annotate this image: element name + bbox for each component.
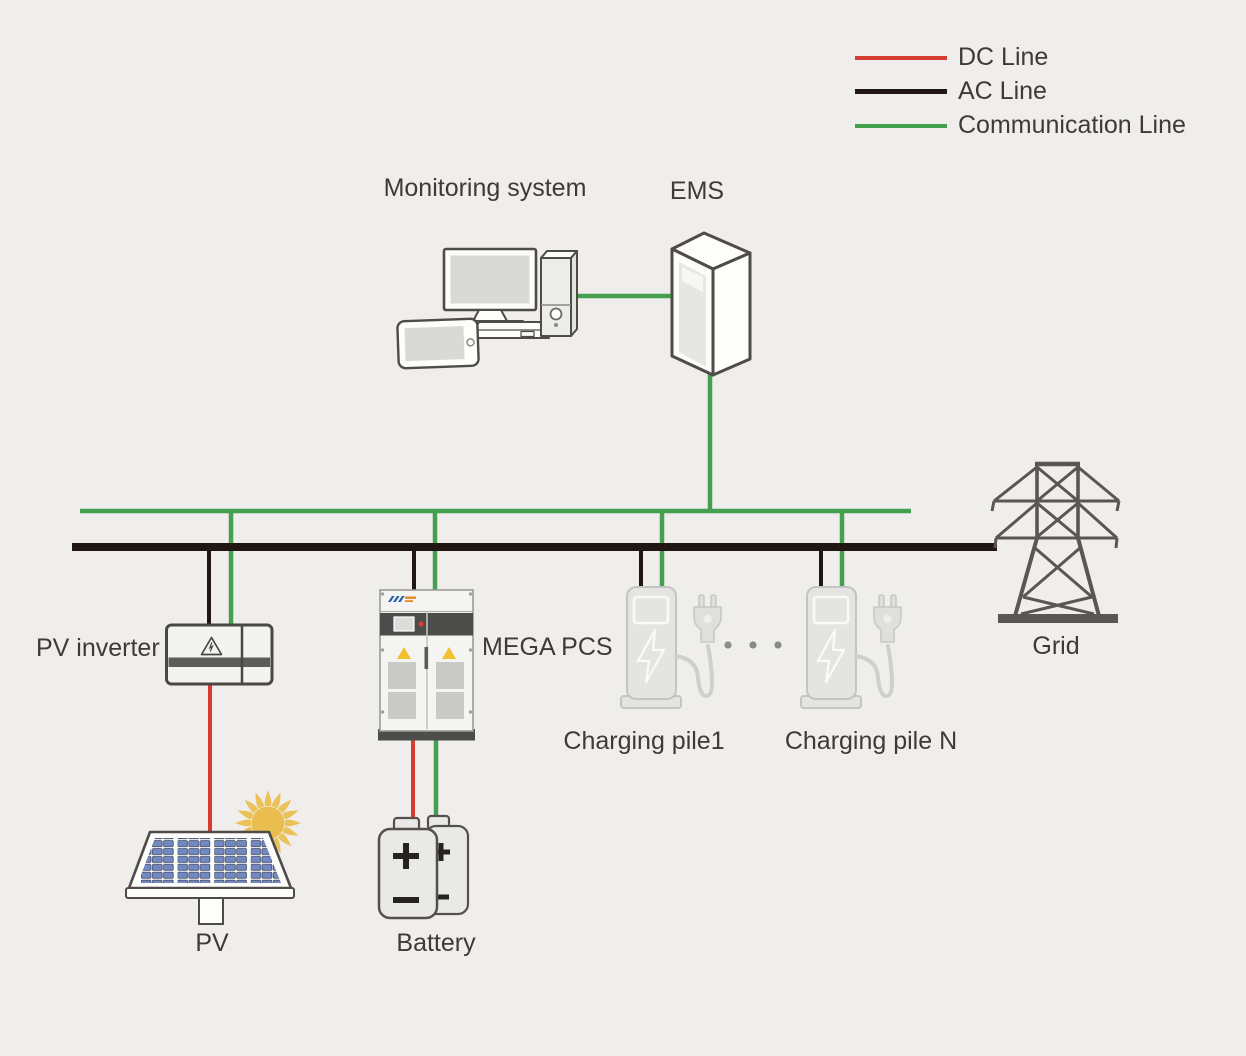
communication-line-swatch xyxy=(855,123,947,128)
ems-label: EMS xyxy=(669,177,725,205)
pv-inverter-label: PV inverter xyxy=(36,634,160,662)
ac-bus xyxy=(72,543,997,628)
tablet-icon xyxy=(396,317,480,370)
pcs-warning-label-left xyxy=(397,647,411,659)
grid-label: Grid xyxy=(1032,632,1080,660)
pcs-warning-label-right xyxy=(442,647,456,659)
legend-item-dc: DC Line xyxy=(855,43,1186,71)
pcs-screws xyxy=(380,592,473,714)
communication-line-label: Communication Line xyxy=(958,111,1186,139)
battery-label: Battery xyxy=(396,929,476,957)
ems-icon xyxy=(670,231,752,377)
pv-icon xyxy=(125,790,301,925)
charging-pile-1-label: Charging pile1 xyxy=(563,727,725,755)
tower-pc-icon xyxy=(540,250,578,337)
ac-line-swatch xyxy=(855,89,947,94)
legend-item-comm: Communication Line xyxy=(855,111,1186,139)
ellipsis-dots xyxy=(724,641,782,649)
warning-triangle-icon xyxy=(200,636,223,656)
pcs-indicator-light xyxy=(418,621,424,627)
plug-icon xyxy=(693,594,722,643)
battery-icon xyxy=(377,814,470,920)
mega-pcs-label: MEGA PCS xyxy=(482,633,613,661)
charging-pile-n-label: Charging pile N xyxy=(784,727,958,755)
dc-lines xyxy=(208,683,415,833)
pcs-door-handle xyxy=(424,647,429,669)
battery-cell-front xyxy=(377,816,439,920)
pv-inverter-icon xyxy=(165,623,274,686)
pcs-vent-panels xyxy=(388,662,464,719)
monitoring-system-icon xyxy=(396,247,578,370)
pv-stand xyxy=(198,895,224,925)
keyboard-icon xyxy=(469,321,550,339)
grid-icon xyxy=(990,461,1121,623)
lightning-bolt-icon xyxy=(636,628,666,684)
legend-item-ac: AC Line xyxy=(855,77,1186,105)
pcs-display xyxy=(393,616,415,632)
monitor-icon xyxy=(442,247,538,328)
charging-pile-icon xyxy=(620,586,722,709)
charging-pile-n-icon xyxy=(799,585,903,710)
pcs-logo xyxy=(388,596,416,602)
pv-cells xyxy=(138,838,281,883)
dc-line-swatch xyxy=(855,55,947,60)
ac-line-label: AC Line xyxy=(958,77,1047,105)
legend: DC Line AC Line Communication Line xyxy=(855,43,1186,139)
monitoring-system-label: Monitoring system xyxy=(383,174,587,202)
pile-screen xyxy=(632,595,670,625)
pv-frame-base xyxy=(125,887,295,899)
pv-label: PV xyxy=(195,929,229,957)
mega-pcs-icon xyxy=(378,589,475,741)
dc-line-label: DC Line xyxy=(958,43,1049,71)
charging-cable xyxy=(674,644,714,698)
